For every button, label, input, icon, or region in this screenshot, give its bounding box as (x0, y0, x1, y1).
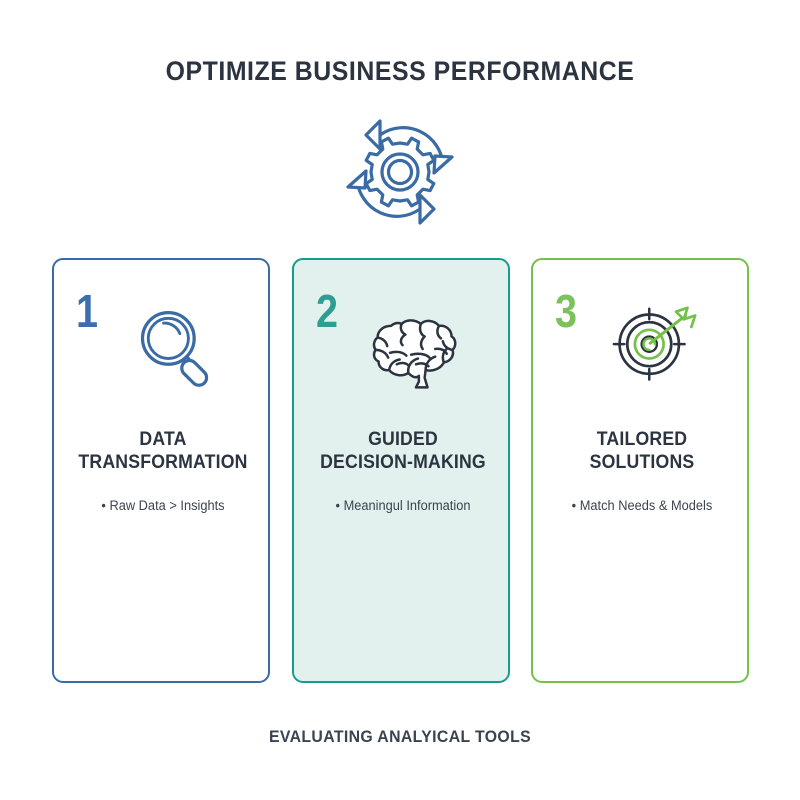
card-heading-line1: DATA (139, 429, 187, 450)
card-heading-line2: SOLUTIONS (589, 452, 695, 473)
card-heading-line1: GUIDED (367, 429, 438, 450)
target-arrow-icon (533, 302, 751, 394)
card-number: 3 (555, 285, 578, 337)
card-heading: TAILORED SOLUTIONS (541, 428, 744, 474)
card-number: 1 (76, 285, 99, 337)
card-heading: DATA TRANSFORMATION (62, 428, 265, 474)
card-bullet: • Meaningul Information (335, 498, 470, 513)
card-tailored-solutions[interactable]: 3 (531, 258, 749, 683)
card-heading-line1: TAILORED (596, 429, 688, 450)
magnifying-glass-icon (54, 302, 272, 394)
gear-cycle-icon (336, 113, 464, 231)
card-data-transformation[interactable]: 1 DATA TRANSFORMATION • Raw Data > Insig… (52, 258, 270, 683)
brain-icon (294, 302, 512, 394)
card-heading: GUIDED DECISION-MAKING (301, 428, 504, 474)
card-heading-line2: TRANSFORMATION (78, 452, 248, 473)
card-bullet: • Match Needs & Models (571, 498, 713, 513)
card-heading-line2: DECISION-MAKING (319, 452, 486, 473)
card-guided-decision-making[interactable]: 2 (291, 258, 512, 683)
footer-caption: EVALUATING ANALYICAL TOOLS (268, 727, 532, 746)
card-number: 2 (315, 285, 338, 337)
page-title: OPTIMIZE BUSINESS PERFORMANCE (165, 56, 635, 86)
cards-row: 1 DATA TRANSFORMATION • Raw Data > Insig… (52, 258, 749, 683)
card-bullet: • Raw Data > Insights (101, 498, 225, 513)
